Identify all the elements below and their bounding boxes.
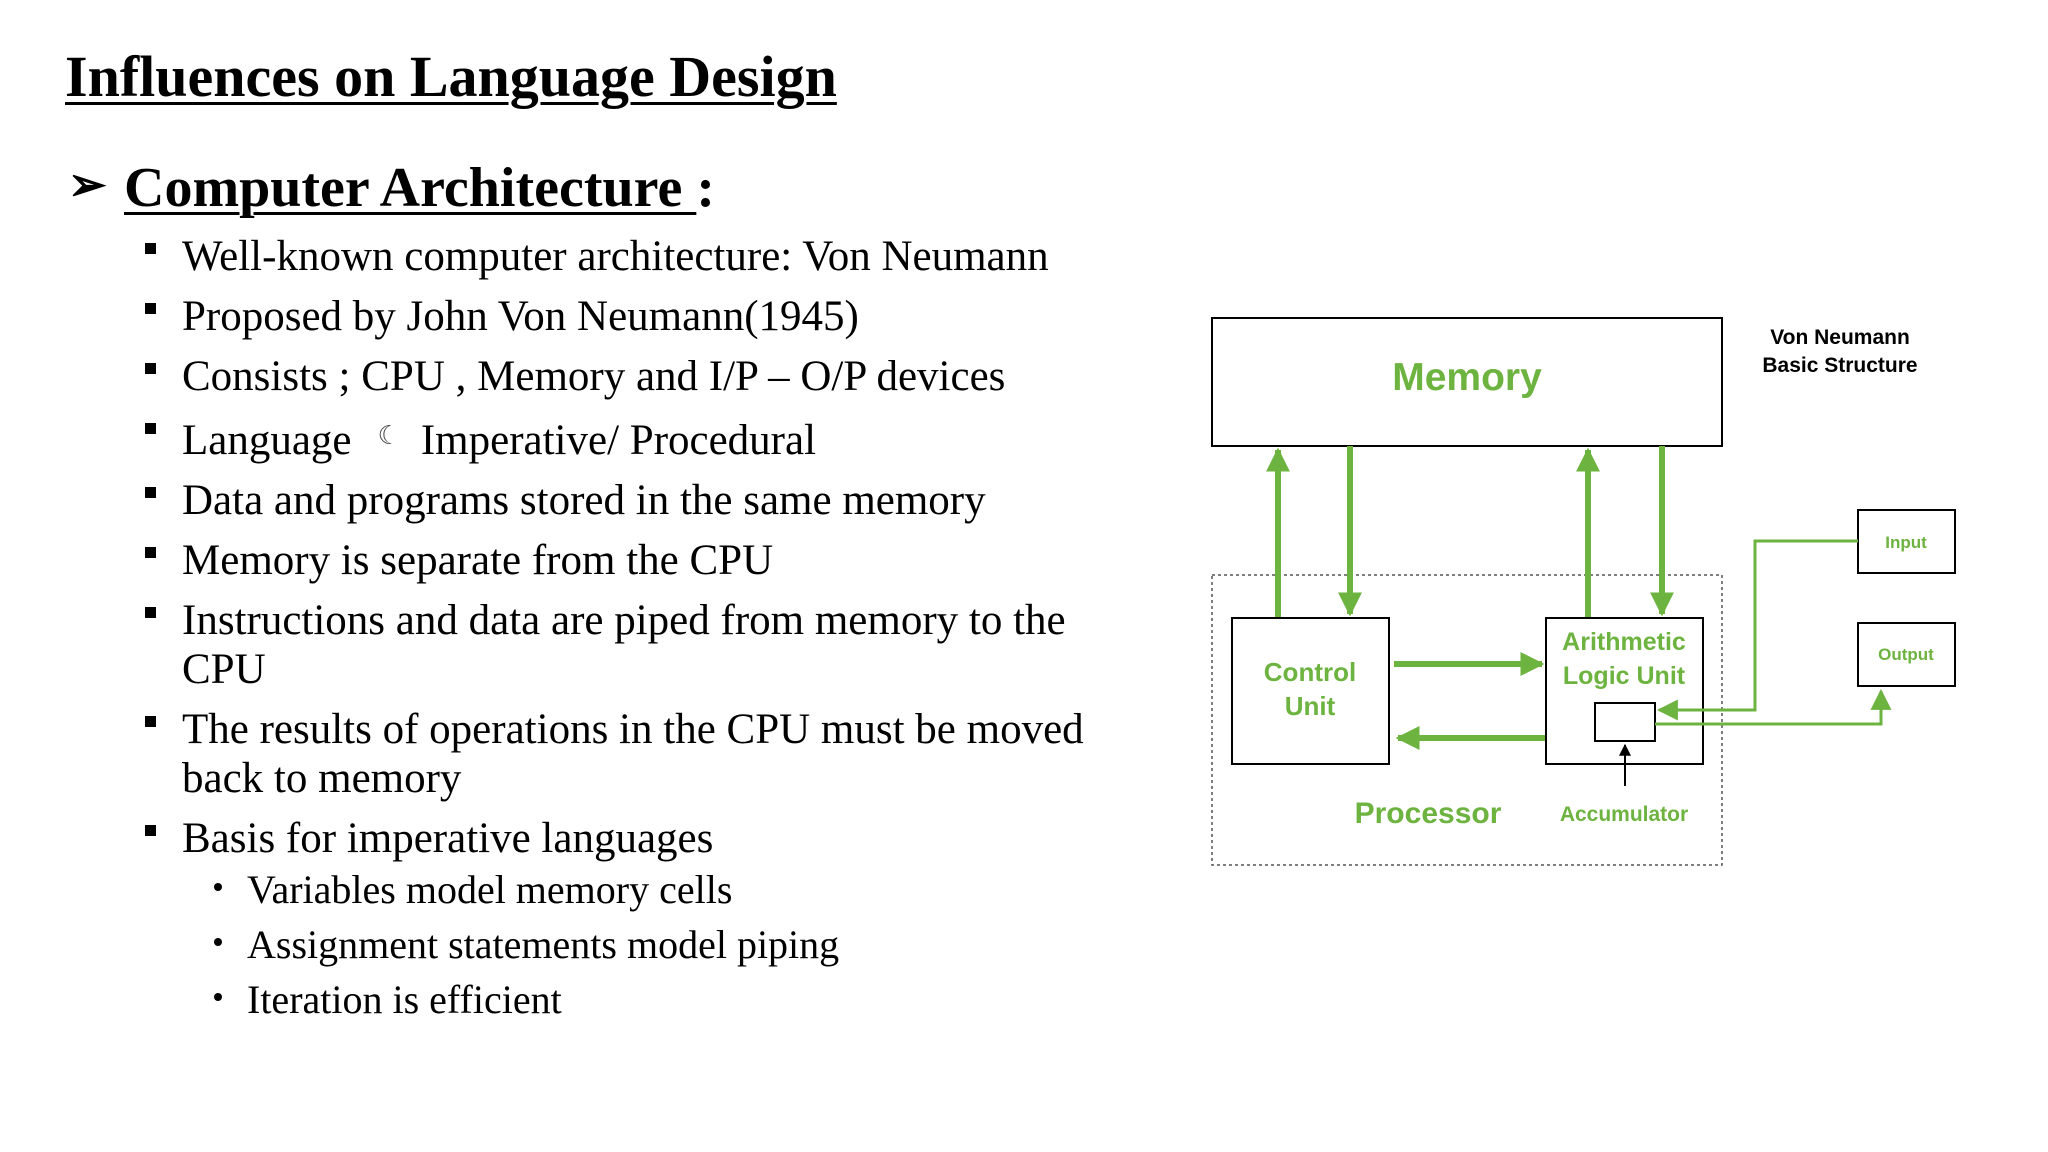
memory-box: Memory — [1211, 317, 1723, 447]
section-colon: : — [696, 157, 715, 219]
bullet-text: Instructions and data are piped from mem… — [182, 597, 1066, 693]
sub-bullet-text: Assignment statements model piping — [247, 922, 840, 967]
square-bullet-icon — [145, 363, 156, 374]
bullet-item: Instructions and data are piped from mem… — [145, 596, 1145, 694]
diagram-caption-line2: Basic Structure — [1762, 354, 1917, 377]
control-unit-label-line1: Control — [1264, 657, 1356, 687]
memory-label: Memory — [1392, 356, 1542, 399]
section-heading: ➢ Computer Architecture : — [68, 160, 715, 216]
alu-label-line2: Logic Unit — [1563, 662, 1686, 690]
sub-bullet-text: Variables model memory cells — [247, 867, 733, 912]
bullet-item: Memory is separate from the CPU — [145, 536, 1145, 585]
sub-bullet-item: Variables model memory cells — [210, 867, 1145, 913]
output-box: Output — [1857, 622, 1956, 687]
input-label: Input — [1885, 533, 1927, 552]
bullet-item: Language ☾ Imperative/ Procedural — [145, 412, 1145, 465]
round-bullet-icon — [214, 938, 222, 946]
sub-bullet-list: Variables model memory cells Assignment … — [210, 867, 1145, 1023]
square-bullet-icon — [145, 487, 156, 498]
square-bullet-icon — [145, 243, 156, 254]
alu-box: Arithmetic Logic Unit — [1545, 617, 1704, 765]
square-bullet-icon — [145, 423, 156, 434]
bullet-text: Data and programs stored in the same mem… — [182, 477, 986, 524]
bullet-item: Data and programs stored in the same mem… — [145, 476, 1145, 525]
processor-label: Processor — [1355, 797, 1502, 830]
crescent-moon-icon: ☾ — [377, 421, 401, 451]
bullet-item: Well-known computer architecture: Von Ne… — [145, 232, 1145, 281]
bullet-text: Basis for imperative languages — [182, 815, 714, 862]
bullet-text: The results of operations in the CPU mus… — [182, 706, 1084, 802]
arrow-bullet-icon: ➢ — [68, 159, 107, 210]
sub-bullet-text: Iteration is efficient — [247, 977, 562, 1022]
bullet-text: Well-known computer architecture: Von Ne… — [182, 233, 1049, 280]
processor-boundary — [1211, 574, 1723, 866]
bullet-text-before: Language — [182, 417, 352, 464]
accumulator-to-output-line — [1655, 688, 1892, 726]
square-bullet-icon — [145, 825, 156, 836]
alu-label-line1: Arithmetic — [1562, 628, 1686, 656]
control-unit-box: Control Unit — [1231, 617, 1390, 765]
bullet-item: The results of operations in the CPU mus… — [145, 705, 1145, 803]
round-bullet-icon — [214, 883, 222, 891]
square-bullet-icon — [145, 607, 156, 618]
sub-bullet-item: Assignment statements model piping — [210, 922, 1145, 968]
bullet-item: Consists ; CPU , Memory and I/P – O/P de… — [145, 352, 1145, 401]
round-bullet-icon — [214, 993, 222, 1001]
accumulator-register — [1594, 702, 1656, 742]
section-label: Computer Architecture — [124, 157, 697, 219]
input-to-accumulator-line — [1656, 539, 1858, 721]
bullet-text: Proposed by John Von Neumann(1945) — [182, 293, 859, 340]
bullet-text-after: Imperative/ Procedural — [420, 417, 817, 464]
output-label: Output — [1878, 645, 1934, 664]
accumulator-label: Accumulator — [1560, 803, 1688, 826]
diagram-caption-line1: Von Neumann — [1770, 326, 1910, 349]
bullet-list: Well-known computer architecture: Von Ne… — [145, 232, 1145, 1034]
square-bullet-icon — [145, 303, 156, 314]
von-neumann-diagram: Memory Von Neumann Basic Structure Contr… — [1211, 317, 1956, 866]
bullet-text: Memory is separate from the CPU — [182, 537, 774, 584]
sub-bullet-item: Iteration is efficient — [210, 977, 1145, 1023]
control-unit-label-line2: Unit — [1285, 691, 1336, 721]
square-bullet-icon — [145, 716, 156, 727]
bullet-item: Proposed by John Von Neumann(1945) — [145, 292, 1145, 341]
input-box: Input — [1857, 509, 1956, 574]
bullet-item: Basis for imperative languages Variables… — [145, 814, 1145, 1023]
slide-title: Influences on Language Design — [65, 44, 837, 109]
bullet-text: Consists ; CPU , Memory and I/P – O/P de… — [182, 353, 1006, 400]
square-bullet-icon — [145, 547, 156, 558]
